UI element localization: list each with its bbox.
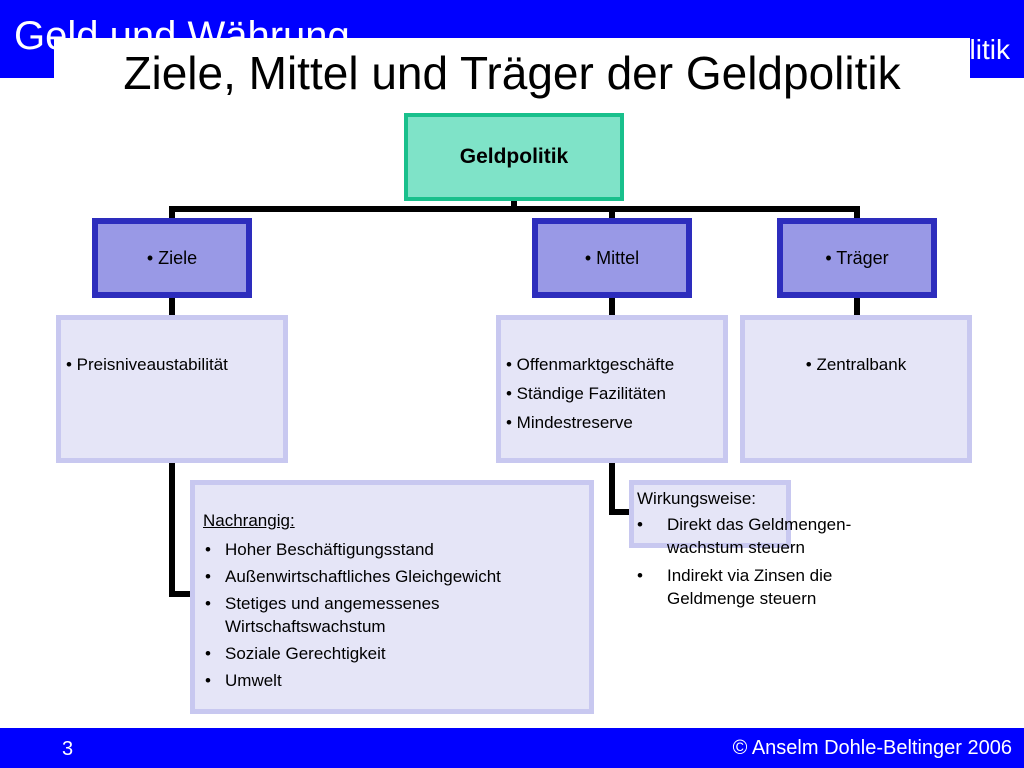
list-item: •Stetiges und angemessenes Wirtschaftswa… [205,594,440,636]
list-item: • Indirekt via Zinsen die Geldmenge steu… [637,566,833,608]
copyright-notice: © Anselm Dohle-Beltinger 2006 [732,737,1012,759]
list-item: • Mindestreserve [506,413,633,432]
list-item: •Hoher Beschäftigungsstand [205,540,434,559]
slide-title: Ziele, Mittel und Träger der Geldpolitik [123,47,901,99]
bullet-icon: • [205,540,211,559]
list-item: • Direkt das Geldmengen-wachstum steuern [637,515,852,557]
list-item: •Außenwirtschaftliches Gleichgewicht [205,567,501,586]
bullet-icon: • [637,566,643,585]
secondary-goals-heading: Nachrangig: [203,511,295,530]
bullet-icon: • [205,644,211,663]
list-item: • Offenmarktgeschäfte [506,355,675,374]
bullet-icon: • [205,594,211,613]
mechanism-text: Wirkungsweise: • Direkt das Geldmengen-w… [637,488,927,615]
root-node-geldpolitik: Geldpolitik [404,113,624,201]
slide-title-box: Ziele, Mittel und Träger der Geldpolitik [54,38,970,108]
bullet-icon: • [205,567,211,586]
list-item: • Zentralbank [805,355,907,374]
item-box-mittel: • Offenmarktgeschäfte • Ständige Fazilit… [496,315,728,463]
list-item: •Umwelt [205,671,282,690]
item-box-traeger: • Zentralbank [740,315,972,463]
bullet-icon: • [637,515,643,534]
list-item: • Preisniveaustabilität [66,355,228,374]
bottom-bar: 3 © Anselm Dohle-Beltinger 2006 [0,728,1024,768]
mechanism-box [629,480,791,548]
item-box-ziele: • Preisniveaustabilität [56,315,288,463]
bullet-icon: • [205,671,211,690]
page-number: 3 [62,738,74,760]
category-node-mittel: • Mittel [532,218,692,298]
secondary-goals-box: Nachrangig: •Hoher Beschäftigungsstand •… [190,480,594,714]
mechanism-heading: Wirkungsweise: [637,489,757,508]
list-item: •Soziale Gerechtigkeit [205,644,386,663]
connector-ziele-secondary [169,459,195,597]
category-node-traeger: • Träger [777,218,937,298]
category-node-ziele: • Ziele [92,218,252,298]
connector-mittel-mechanism [609,459,633,515]
list-item: • Ständige Fazilitäten [506,384,666,403]
